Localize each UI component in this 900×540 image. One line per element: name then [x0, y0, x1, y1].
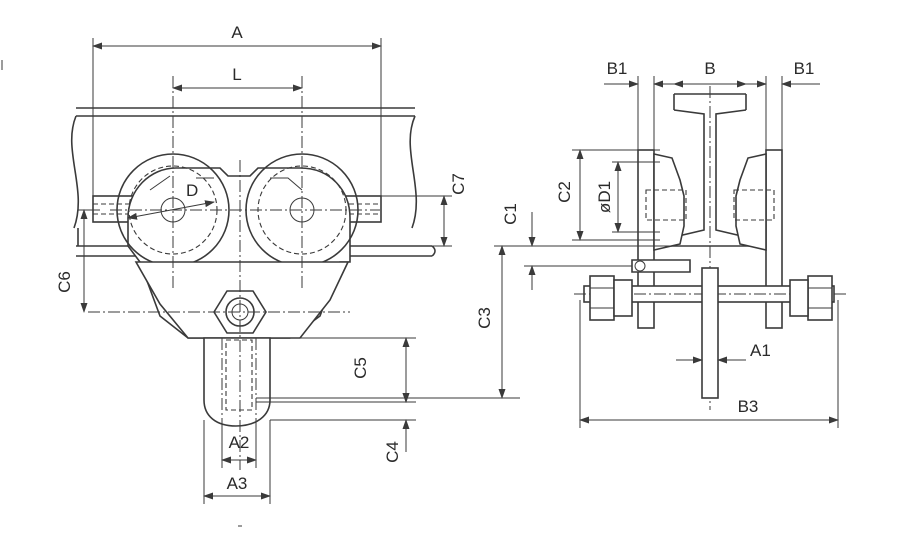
dim-label-c4: C4: [383, 441, 402, 463]
dim-label-c6: C6: [55, 271, 74, 293]
dim-label-a3: A3: [227, 474, 248, 493]
dim-label-c3: C3: [475, 307, 494, 329]
dim-label-b: B: [704, 59, 715, 78]
front-view: A L D C7 C6 C5 C4 A2 A3: [55, 23, 468, 504]
dim-label-a: A: [231, 23, 243, 42]
dim-label-a2: A2: [229, 433, 250, 452]
dim-label-b1-left: B1: [607, 59, 628, 78]
cross-bolt: [574, 275, 846, 321]
dim-label-c2: C2: [555, 181, 574, 203]
left-side-plate: [637, 149, 687, 329]
dim-label-d: D: [186, 181, 198, 200]
side-view: B1 B B1 C2 øD1 C1 C3 A1: [256, 59, 846, 428]
dim-label-b3: B3: [738, 397, 759, 416]
hook-lug: [203, 337, 271, 427]
hanger-plate: [631, 259, 719, 399]
dim-label-c5: C5: [351, 357, 370, 379]
dim-label-c1: C1: [501, 203, 520, 225]
dim-label-d1: øD1: [595, 181, 614, 213]
beam-flange: [70, 107, 418, 229]
dim-label-c7: C7: [449, 173, 468, 195]
dim-label-l: L: [232, 65, 241, 84]
dim-label-b1-right: B1: [794, 59, 815, 78]
dim-label-a1: A1: [750, 341, 771, 360]
right-side-plate: [733, 149, 783, 329]
